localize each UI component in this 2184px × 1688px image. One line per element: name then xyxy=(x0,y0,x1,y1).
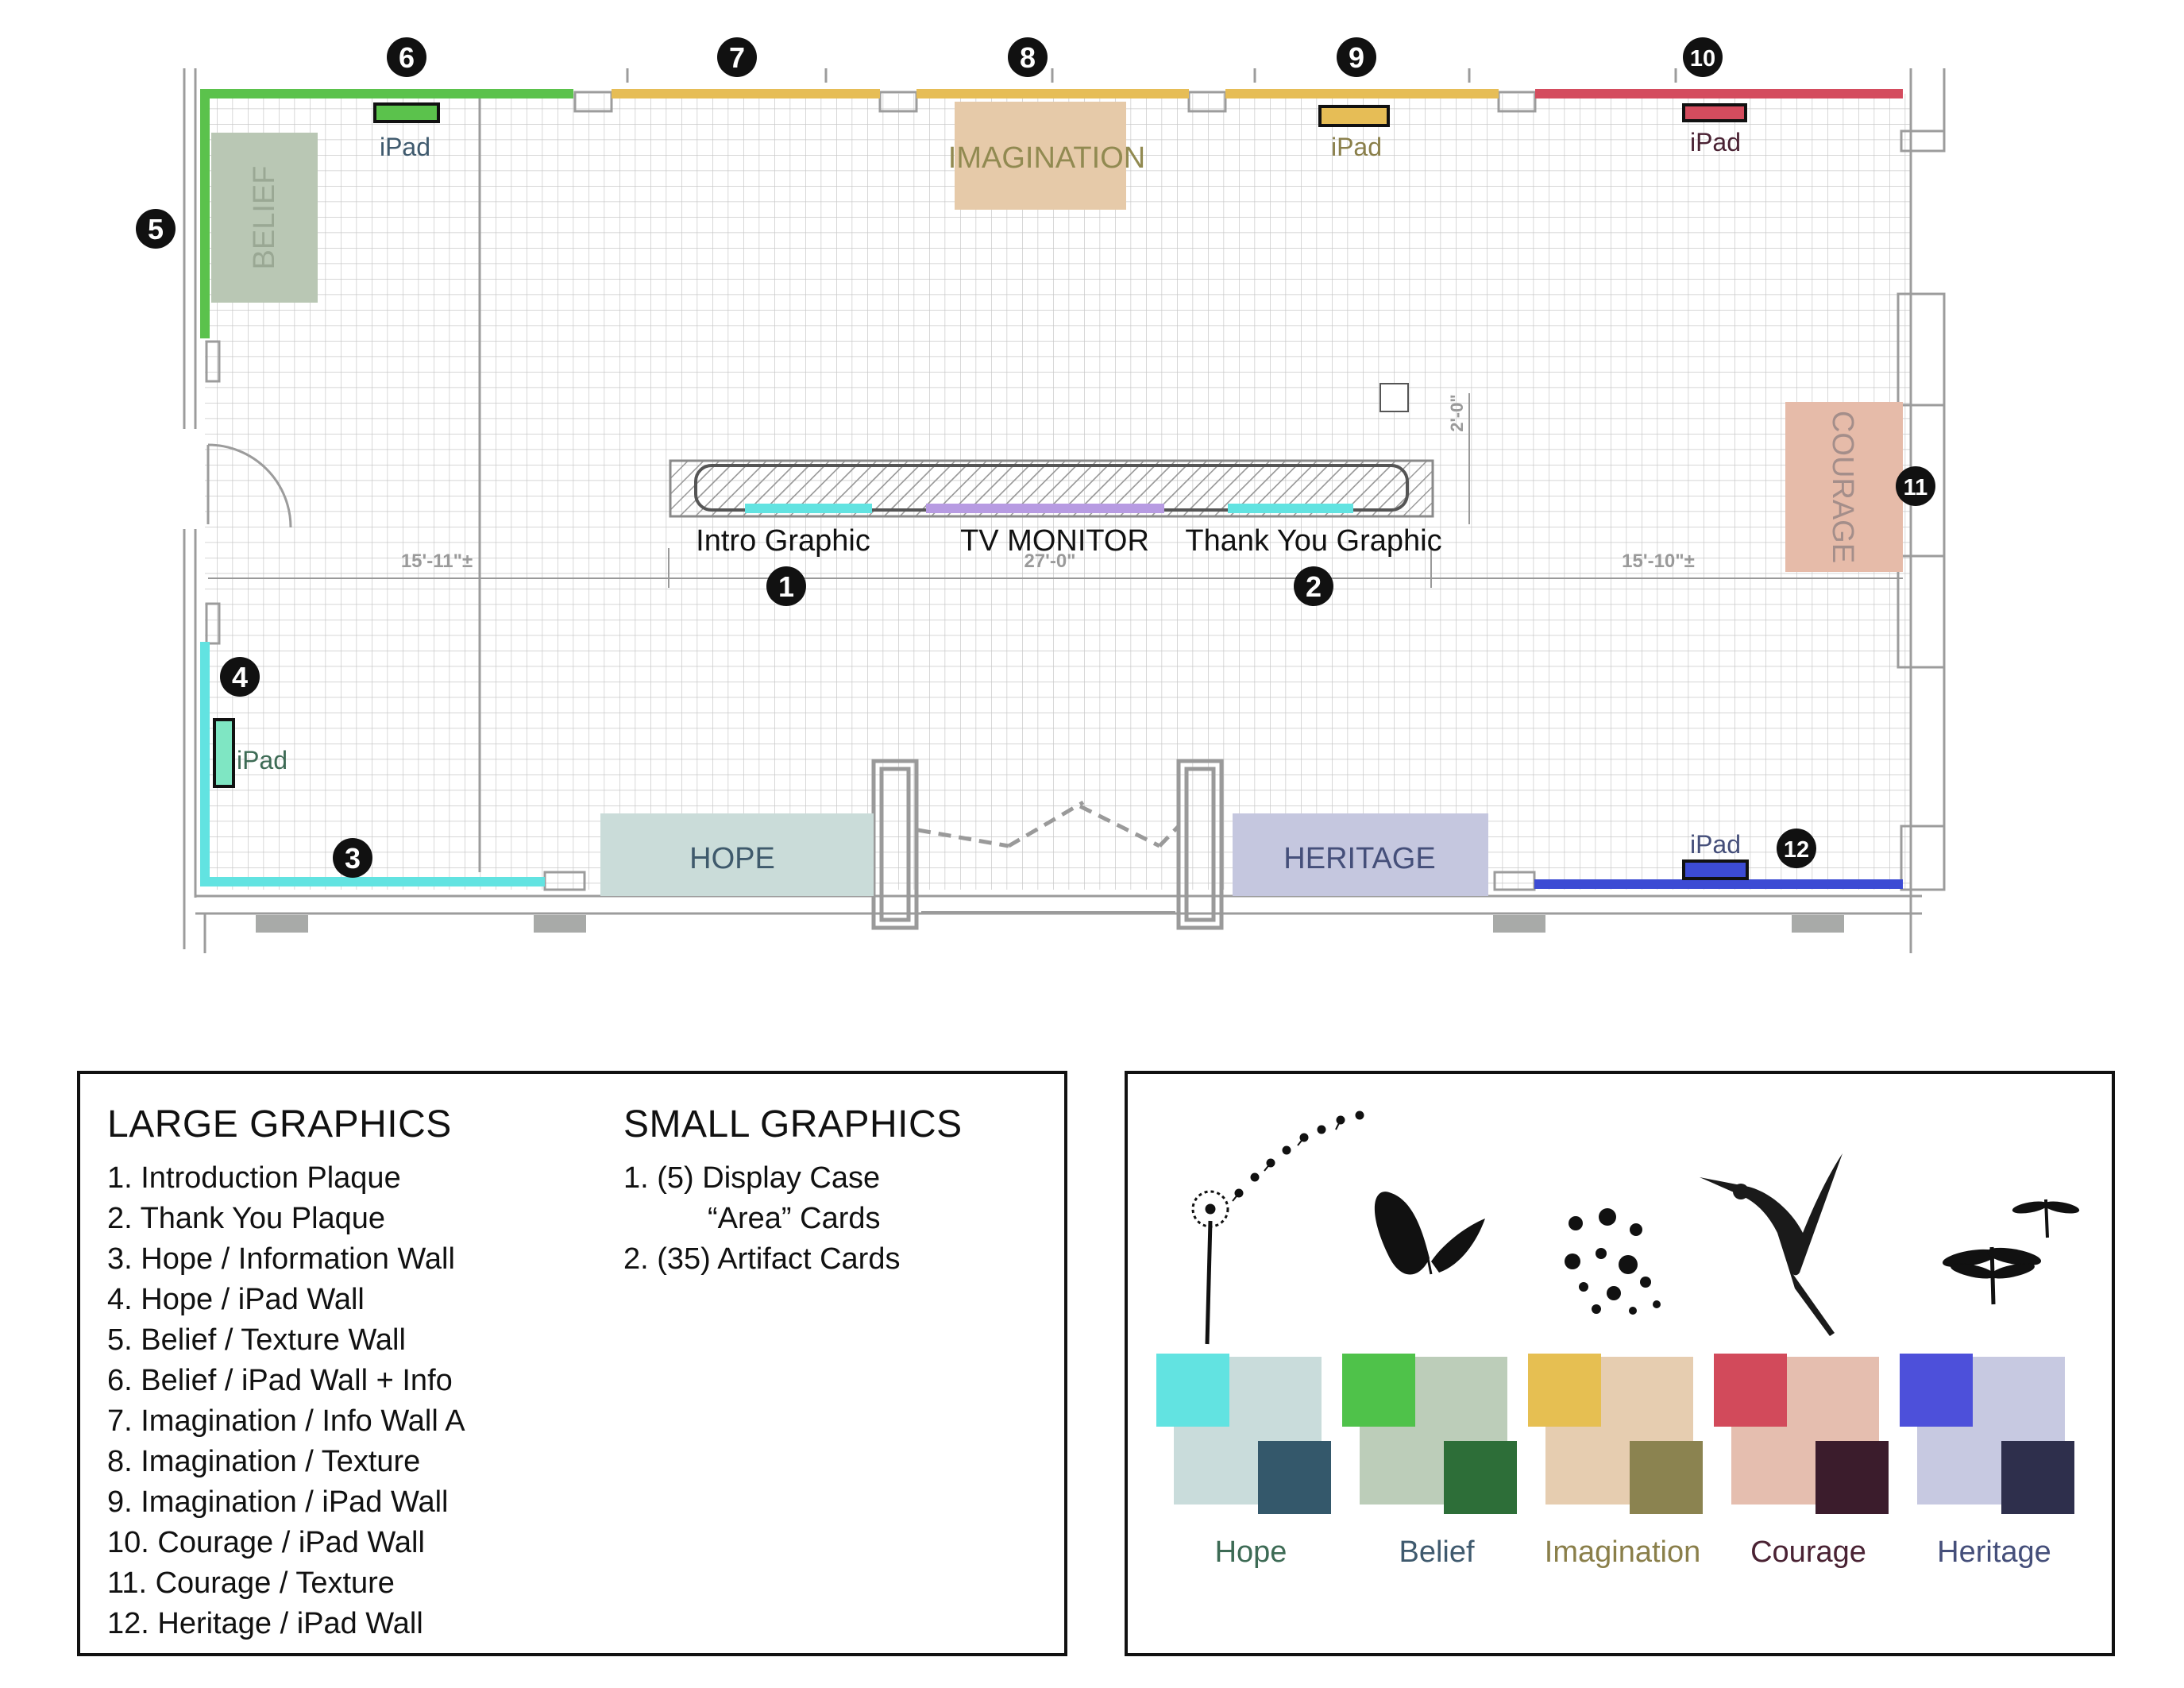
floor-plan: BELIEF IMAGINATION COURAGE HOPE HERITAGE… xyxy=(136,37,1946,953)
dandelion-icon xyxy=(1191,1111,1364,1345)
svg-text:1: 1 xyxy=(778,570,794,603)
palette-name-imagination: Imagination xyxy=(1545,1535,1700,1569)
marker-10: 10 xyxy=(1683,37,1723,77)
large-graphics-item: 4. Hope / iPad Wall xyxy=(107,1283,365,1316)
sparkle-flower-icon xyxy=(1565,1208,1661,1315)
dimension-lines xyxy=(208,393,1903,588)
palette-name-belief: Belief xyxy=(1399,1535,1474,1569)
marker-12: 12 xyxy=(1777,829,1816,868)
small-graphics-heading: SMALL GRAPHICS xyxy=(623,1103,963,1145)
color-palette-legend: Hope Belief Imagination xyxy=(1125,1071,2115,1656)
small-graphics-item: “Area” Cards xyxy=(708,1202,881,1235)
hummingbird-icon xyxy=(1700,1153,1843,1336)
ipad-hope-label: iPad xyxy=(237,746,287,774)
courage-panel xyxy=(1785,402,1903,572)
ipad-heritage xyxy=(1682,859,1749,880)
numbered-markers: 1 2 3 4 5 6 7 8 9 10 11 12 xyxy=(136,37,1935,878)
svg-text:12: 12 xyxy=(1784,837,1809,863)
left-span-dimension: 15'-11"± xyxy=(401,550,473,572)
ipad-courage-label: iPad xyxy=(1690,128,1741,156)
large-graphics-item: 2. Thank You Plaque xyxy=(107,1202,386,1235)
palette-name-heritage: Heritage xyxy=(1937,1535,2051,1569)
large-graphics-item: 3. Hope / Information Wall xyxy=(107,1242,455,1276)
marker-7: 7 xyxy=(717,37,757,77)
center-span-dimension: 27'-0" xyxy=(1024,550,1075,572)
large-graphics-item: 1. Introduction Plaque xyxy=(107,1161,401,1195)
large-graphics-item: 5. Belief / Texture Wall xyxy=(107,1323,406,1357)
ipad-belief xyxy=(373,102,440,123)
ipad-imagination-label: iPad xyxy=(1331,133,1382,161)
small-graphics-item: 1. (5) Display Case xyxy=(623,1161,881,1195)
marker-4: 4 xyxy=(220,657,260,697)
svg-text:2: 2 xyxy=(1306,570,1322,603)
dragonfly-icon xyxy=(1942,1199,2080,1305)
ipad-imagination xyxy=(1318,105,1390,127)
butterfly-icon xyxy=(1374,1192,1485,1275)
courage-panel-label: COURAGE xyxy=(1826,411,1859,563)
hope-panel-label: HOPE xyxy=(689,842,775,875)
intro-graphic-label: Intro Graphic xyxy=(696,524,870,558)
case-depth-dimension: 2'-0" xyxy=(1447,394,1467,431)
svg-text:4: 4 xyxy=(232,661,248,693)
marker-3: 3 xyxy=(333,838,372,878)
svg-text:7: 7 xyxy=(729,41,745,74)
thank-you-graphic-label: Thank You Graphic xyxy=(1185,524,1441,558)
large-graphics-heading: LARGE GRAPHICS xyxy=(107,1103,452,1145)
belief-panel xyxy=(211,133,318,303)
tv-monitor-strip xyxy=(926,504,1164,513)
floor-vents xyxy=(256,915,1844,933)
marker-6: 6 xyxy=(387,37,426,77)
svg-text:11: 11 xyxy=(1904,475,1928,500)
marker-5: 5 xyxy=(136,209,176,249)
large-graphics-item: 9. Imagination / iPad Wall xyxy=(107,1485,449,1519)
ipad-belief-label: iPad xyxy=(380,133,430,161)
marker-11: 11 xyxy=(1896,466,1935,506)
palette-courage: Courage xyxy=(1700,1153,1889,1569)
imagination-panel xyxy=(955,102,1126,210)
heritage-panel xyxy=(1233,813,1488,896)
large-graphics-item: 6. Belief / iPad Wall + Info xyxy=(107,1364,453,1397)
architecture xyxy=(183,68,1946,953)
svg-text:5: 5 xyxy=(148,213,164,245)
large-graphics-item: 8. Imagination / Texture xyxy=(107,1445,421,1478)
right-span-dimension: 15'-10"± xyxy=(1622,550,1695,572)
intro-graphic-strip xyxy=(745,504,872,513)
belief-panel-label: BELIEF xyxy=(248,166,281,270)
ipad-courage xyxy=(1682,103,1747,122)
large-graphics-item: 7. Imagination / Info Wall A xyxy=(107,1404,465,1438)
large-graphics-item: 11. Courage / Texture xyxy=(107,1566,395,1600)
colored-walls xyxy=(200,89,1903,889)
tv-monitor-label: TV MONITOR xyxy=(960,524,1149,558)
imagination-panel-label: IMAGINATION xyxy=(948,141,1145,175)
large-graphics-item: 10. Courage / iPad Wall xyxy=(107,1526,425,1559)
palette-name-courage: Courage xyxy=(1750,1535,1866,1569)
marker-1: 1 xyxy=(766,566,806,606)
palette-hope: Hope xyxy=(1156,1111,1364,1569)
heritage-panel-label: HERITAGE xyxy=(1283,842,1435,875)
palette-swatches: Hope Belief Imagination xyxy=(1156,1111,2080,1569)
palette-imagination: Imagination xyxy=(1528,1208,1703,1569)
marker-2: 2 xyxy=(1294,566,1333,606)
palette-belief: Belief xyxy=(1342,1192,1517,1569)
ipad-hope xyxy=(213,718,235,788)
hope-panel xyxy=(600,813,874,896)
small-graphics-item: 2. (35) Artifact Cards xyxy=(623,1242,901,1276)
palette-heritage: Heritage xyxy=(1900,1199,2080,1569)
thank-you-graphic-strip xyxy=(1228,504,1353,513)
svg-text:10: 10 xyxy=(1690,46,1715,71)
svg-text:9: 9 xyxy=(1349,41,1364,74)
svg-text:8: 8 xyxy=(1020,41,1036,74)
entrance xyxy=(871,759,1224,930)
svg-text:3: 3 xyxy=(345,842,361,875)
svg-text:6: 6 xyxy=(399,41,415,74)
ipad-heritage-label: iPad xyxy=(1690,830,1741,859)
pillar-marker xyxy=(1379,383,1409,412)
large-graphics-item: 12. Heritage / iPad Wall xyxy=(107,1607,423,1640)
marker-8: 8 xyxy=(1008,37,1048,77)
palette-name-hope: Hope xyxy=(1215,1535,1287,1569)
marker-9: 9 xyxy=(1337,37,1376,77)
display-case xyxy=(669,459,1434,518)
graphics-legend: LARGE GRAPHICS 1. Introduction Plaque 2.… xyxy=(77,1071,1067,1656)
